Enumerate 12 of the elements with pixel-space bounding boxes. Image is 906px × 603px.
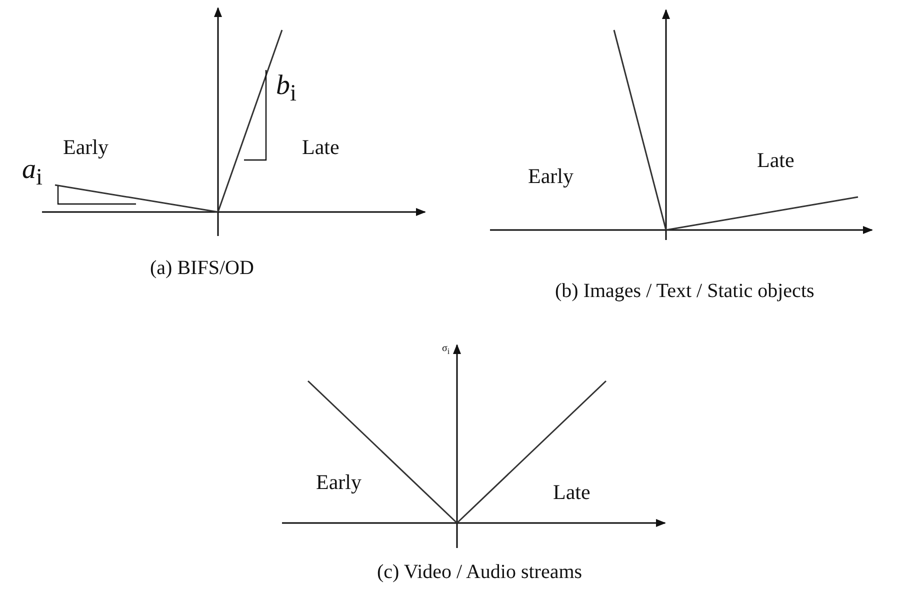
- region-label: Early: [63, 137, 108, 158]
- slope-label: b$_{i}$: [276, 72, 296, 106]
- axis-label: σ$_{i}$: [442, 344, 450, 356]
- panel-caption: (a) BIFS/OD: [150, 258, 254, 278]
- region-label: Early: [528, 166, 574, 187]
- panel-caption: (b) Images / Text / Static objects: [555, 281, 814, 301]
- region-label: Late: [757, 150, 794, 171]
- slope-label: a$_{i}$: [22, 156, 42, 190]
- region-label: Late: [553, 482, 590, 503]
- region-label: Late: [302, 137, 340, 158]
- panel-caption: (c) Video / Audio streams: [377, 562, 582, 582]
- region-label: Early: [316, 472, 362, 493]
